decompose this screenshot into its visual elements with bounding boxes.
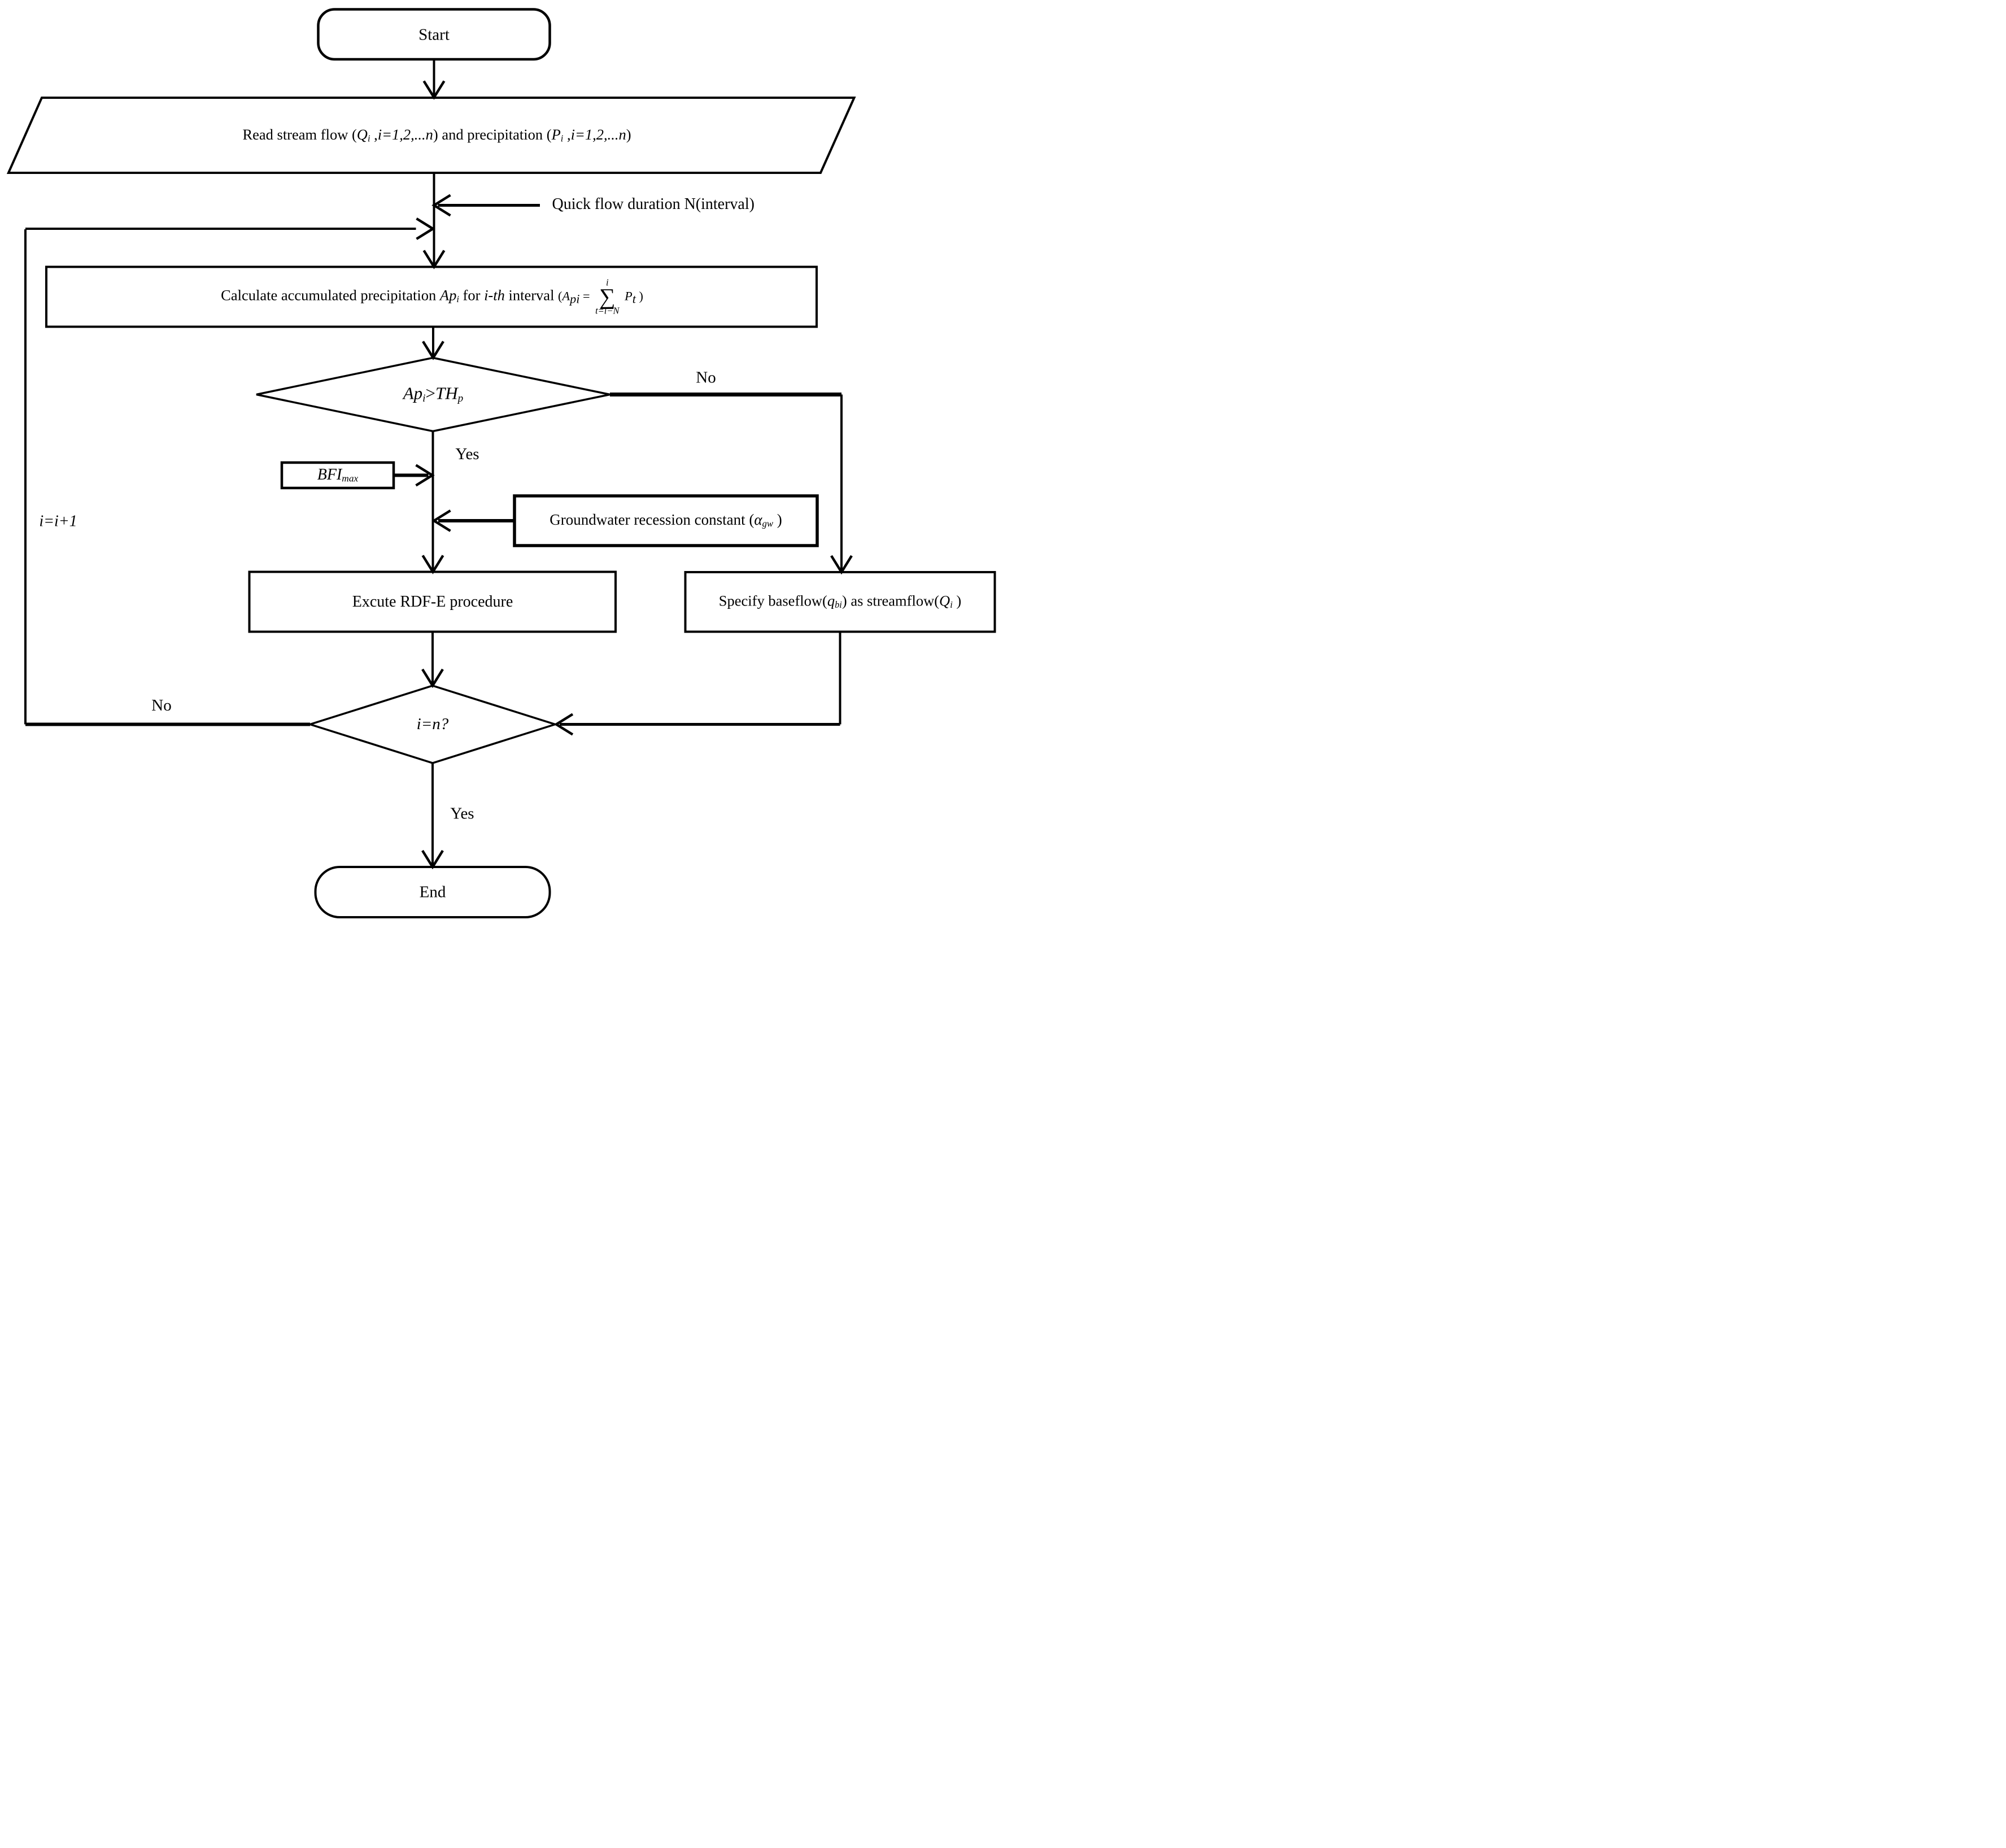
yes-last-branch-label: Yes (450, 804, 474, 822)
end-label: End (419, 882, 446, 901)
arrowhead-right-bfi (415, 464, 435, 487)
read-input-label: Read stream flow (Qi ,i=1,2,...n) and pr… (242, 127, 631, 144)
start-label: Start (418, 25, 450, 43)
sum-symbol: i∑t=i−N (595, 277, 620, 316)
specify-baseflow-label: Specify baseflow(qbi) as streamflow(Qi ) (718, 592, 962, 611)
execute-rdfe-label: Excute RDF-E procedure (352, 592, 513, 611)
calc-precip-label: Calculate accumulated precipitation Api … (221, 277, 643, 316)
yes-precip-branch-label: Yes (455, 444, 479, 463)
decision-last-label: i=n? (416, 714, 449, 733)
arrowhead-left-gw (431, 509, 451, 532)
flowchart-shapes (6, 8, 996, 918)
end-terminator-shape (314, 866, 551, 918)
quick-flow-annotation: Quick flow duration N(interval) (552, 195, 755, 213)
increment-label: i=i+1 (39, 512, 77, 530)
flowchart-canvas: Start Read stream flow (Qi ,i=1,2,...n) … (0, 0, 1003, 924)
read-input-parallelogram-shape (6, 97, 856, 174)
no-precip-branch-label: No (696, 368, 716, 386)
gw-constant-label: Groundwater recession constant (αgw ) (550, 511, 782, 529)
bfi-max-label: BFImax (317, 465, 359, 484)
arrowhead-left-quickflow (431, 194, 451, 217)
no-last-branch-label: No (151, 695, 172, 714)
decision-precip-label: Api>THp (403, 383, 464, 404)
calc-precip-process-shape (45, 265, 818, 328)
flowchart-stage: Start Read stream flow (Qi ,i=1,2,...n) … (0, 0, 1003, 924)
arrowhead-right-loop-reentry (416, 217, 435, 240)
